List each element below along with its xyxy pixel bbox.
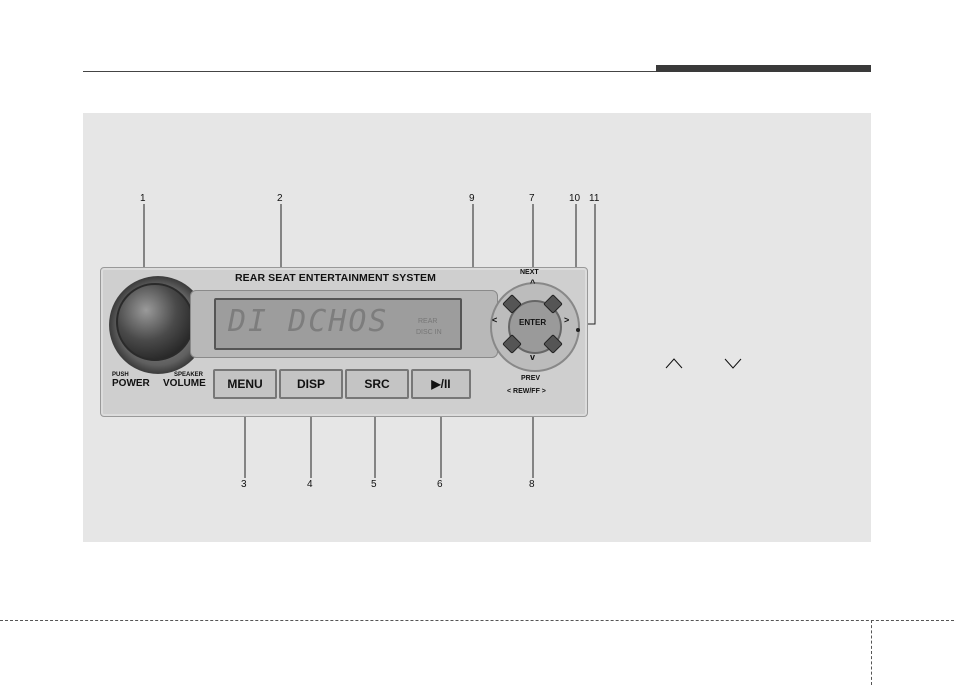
footer-divider (871, 620, 872, 685)
display-disc-indicator: DISC IN (416, 329, 442, 336)
up-arrow-icon: ^ (530, 278, 536, 288)
down-caret-icon (724, 358, 742, 369)
header-rule (83, 71, 871, 72)
display-rear-indicator: REAR (418, 318, 438, 325)
callout-6: 6 (437, 479, 443, 490)
callout-1: 1 (140, 193, 146, 204)
push-label: PUSH (112, 372, 129, 378)
callout-10: 10 (569, 193, 581, 204)
power-label: POWER (112, 378, 150, 389)
speaker-label: SPEAKER (174, 372, 204, 378)
right-arrow-icon: > (564, 315, 570, 325)
callout-9: 9 (469, 193, 475, 204)
rew-ff-label: < REW/FF > (507, 388, 546, 395)
up-caret-icon (665, 358, 683, 369)
callout-4: 4 (307, 479, 313, 490)
indicator-dot (576, 328, 580, 332)
power-volume-knob[interactable] (116, 283, 194, 361)
menu-button[interactable]: MENU (213, 369, 277, 399)
panel-title: REAR SEAT ENTERTAINMENT SYSTEM (235, 272, 436, 284)
callout-2: 2 (277, 193, 283, 204)
enter-label: ENTER (519, 318, 547, 327)
play-pause-button[interactable]: ▶/II (411, 369, 471, 399)
footer-rule (0, 620, 954, 621)
disp-button[interactable]: DISP (279, 369, 343, 399)
prev-label: PREV (521, 375, 541, 382)
callout-11: 11 (589, 193, 600, 204)
down-arrow-icon: v (530, 352, 536, 362)
src-button[interactable]: SRC (345, 369, 409, 399)
lcd-display (214, 298, 462, 350)
callout-7: 7 (529, 193, 535, 204)
callout-8: 8 (529, 479, 535, 490)
callout-5: 5 (371, 479, 377, 490)
left-arrow-icon: < (492, 315, 498, 325)
header-tab-bar (656, 65, 871, 72)
display-digits: DI DCHOS (228, 304, 389, 339)
next-label: NEXT (520, 269, 539, 276)
volume-label: VOLUME (163, 378, 206, 389)
callout-3: 3 (241, 479, 247, 490)
